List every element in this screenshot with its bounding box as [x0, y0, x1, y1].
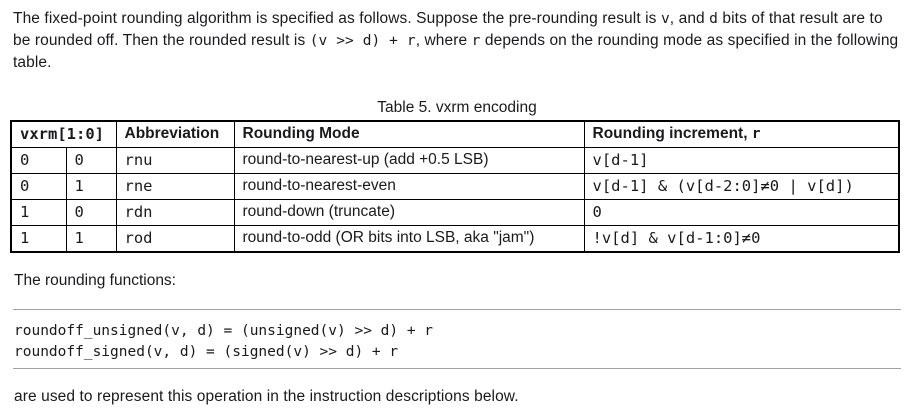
abbreviation-cell: rne — [115, 173, 235, 200]
rounding-functions-label: The rounding functions: — [14, 272, 176, 289]
inline-code: d — [709, 11, 719, 27]
inline-code: r — [471, 33, 481, 49]
inline-code: (v >> d) + r — [309, 33, 416, 49]
abbreviation-cell: rdn — [115, 199, 235, 226]
vxrm-bit1-cell: 1 — [10, 225, 67, 253]
vxrm-bit0-cell: 1 — [65, 225, 117, 253]
vxrm-bit1-cell: 0 — [10, 173, 67, 200]
rounding-increment-cell: v[d-1] — [583, 147, 900, 174]
rounding-increment-cell: 0 — [583, 199, 900, 226]
vxrm-bit0-cell: 0 — [65, 199, 117, 226]
table-header-row: vxrm[1:0] Abbreviation Rounding Mode Rou… — [10, 120, 900, 148]
header-rounding-increment-text: Rounding increment, — [592, 125, 752, 142]
text-run: bits of that result are to be rounded of… — [13, 10, 883, 49]
vxrm-bit1-cell: 1 — [10, 199, 67, 226]
outro-paragraph: are used to represent this operation in … — [14, 388, 519, 405]
text-run: , where — [415, 32, 472, 49]
header-abbreviation: Abbreviation — [115, 120, 235, 148]
header-vxrm: vxrm[1:0] — [10, 120, 117, 148]
vxrm-bit0-cell: 1 — [65, 173, 117, 200]
vxrm-encoding-table: vxrm[1:0] Abbreviation Rounding Mode Rou… — [10, 120, 900, 253]
vxrm-bit0-cell: 0 — [65, 147, 117, 174]
intro-paragraph: The fixed-point rounding algorithm is sp… — [13, 8, 900, 74]
rounding-mode-cell: round-to-odd (OR bits into LSB, aka "jam… — [233, 225, 585, 253]
header-rounding-mode: Rounding Mode — [233, 120, 585, 148]
rounding-mode-cell: round-to-nearest-even — [233, 173, 585, 200]
rounding-mode-cell: round-down (truncate) — [233, 199, 585, 226]
vxrm-table-block: Table 5. vxrm encoding vxrm[1:0] Abbrevi… — [10, 99, 900, 253]
rounding-increment-cell: !v[d] & v[d-1:0]≠0 — [583, 225, 900, 253]
text-run: The fixed-point rounding algorithm is sp… — [13, 10, 661, 27]
inline-code: v — [660, 11, 670, 27]
abbreviation-cell: rnu — [115, 147, 235, 174]
text-run: , and — [669, 10, 710, 27]
header-rounding-increment: Rounding increment, r — [583, 120, 900, 148]
table-caption: Table 5. vxrm encoding — [377, 99, 537, 116]
text-run: depends on the rounding mode as specifie… — [13, 32, 899, 71]
abbreviation-cell: rod — [115, 225, 235, 253]
vxrm-bit1-cell: 0 — [10, 147, 67, 174]
rounding-mode-cell: round-to-nearest-up (add +0.5 LSB) — [233, 147, 585, 174]
rounding-increment-cell: v[d-1] & (v[d-2:0]≠0 | v[d]) — [583, 173, 900, 200]
rounding-functions-code: roundoff_unsigned(v, d) = (unsigned(v) >… — [14, 323, 434, 360]
rounding-functions-listing: roundoff_unsigned(v, d) = (unsigned(v) >… — [13, 309, 901, 369]
header-rounding-increment-code: r — [751, 126, 761, 142]
